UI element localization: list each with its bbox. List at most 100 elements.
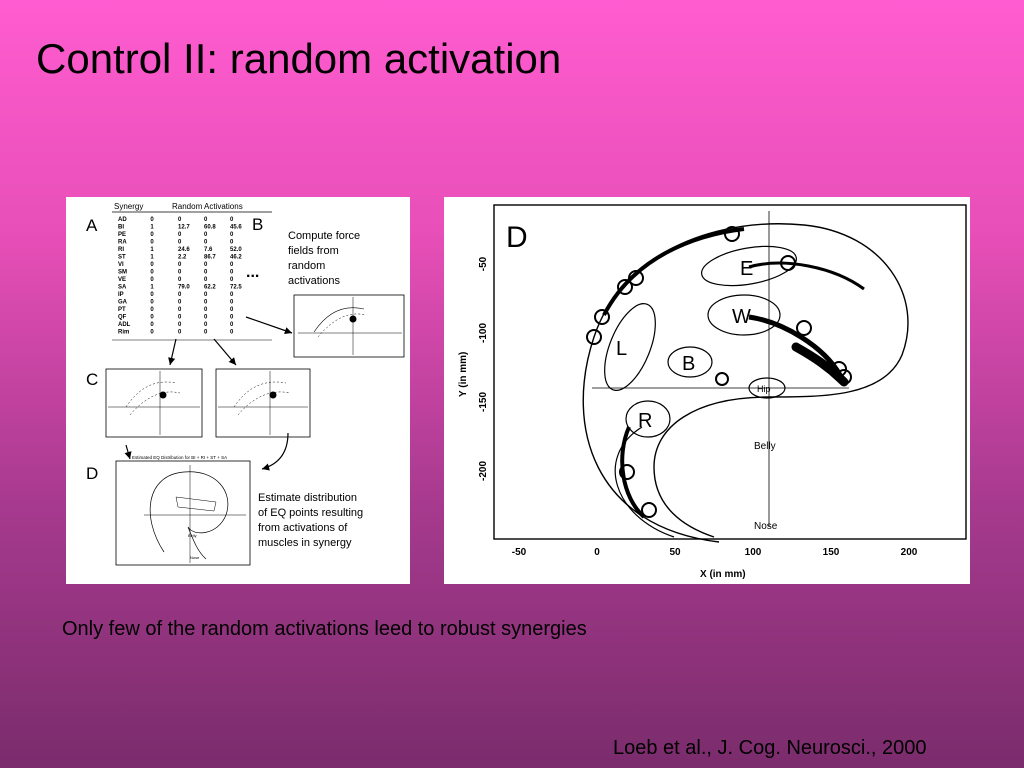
x-tick-label: 0 bbox=[594, 547, 600, 558]
activation-value: 0 bbox=[230, 217, 234, 223]
activation-value: 72.5 bbox=[230, 285, 242, 291]
activation-value: 45.6 bbox=[230, 225, 242, 231]
activation-value: 0 bbox=[178, 262, 182, 268]
activation-value: 12.7 bbox=[178, 225, 190, 231]
header-random: Random Activations bbox=[172, 202, 243, 211]
muscle-name: ST bbox=[118, 255, 126, 261]
eq-distribution-plot: Estimated EQ Distribution for BI + RI + … bbox=[115, 455, 251, 566]
force-field-plot-b bbox=[293, 294, 405, 358]
force-field-plot-c1 bbox=[105, 368, 203, 438]
ellipsis: ... bbox=[246, 264, 259, 281]
muscle-name: AD bbox=[118, 217, 127, 223]
activation-value: 0 bbox=[178, 217, 182, 223]
activation-value: 46.2 bbox=[230, 255, 242, 261]
activation-value: 0 bbox=[178, 240, 182, 246]
workspace-outline bbox=[582, 223, 909, 543]
hip-outline bbox=[748, 377, 786, 399]
region-label-r: R bbox=[638, 410, 652, 432]
activation-value: 0 bbox=[204, 262, 208, 268]
muscle-name: Rim bbox=[118, 330, 129, 336]
activation-value: 0 bbox=[230, 270, 234, 276]
synergy-flag: 0 bbox=[150, 307, 154, 313]
activation-value: 0 bbox=[178, 330, 182, 336]
activation-value: 0 bbox=[230, 300, 234, 306]
label-c: C bbox=[86, 370, 98, 389]
activation-value: 0 bbox=[204, 315, 208, 321]
slide-citation: Loeb et al., J. Cog. Neurosci., 2000 bbox=[613, 737, 927, 759]
region-w bbox=[707, 294, 781, 336]
activation-value: 0 bbox=[204, 232, 208, 238]
y-tick-label: -50 bbox=[478, 256, 489, 271]
muscle-name: ADL bbox=[118, 322, 131, 328]
muscle-name: SA bbox=[118, 285, 127, 291]
region-l bbox=[604, 303, 656, 391]
synergy-flag: 0 bbox=[150, 315, 154, 321]
muscle-name: GA bbox=[118, 300, 128, 306]
activation-value: 0 bbox=[230, 262, 234, 268]
eq-plot-nose: Nose bbox=[190, 555, 200, 560]
synergy-flag: 1 bbox=[150, 247, 154, 253]
eq-plot-belly: Belly bbox=[188, 533, 197, 538]
activation-value: 0 bbox=[204, 300, 208, 306]
y-tick-labels: -50-100-150-200 bbox=[478, 256, 489, 481]
eq-point-markers bbox=[586, 226, 852, 518]
activation-value: 0 bbox=[178, 292, 182, 298]
note-b: Compute force fields from random activat… bbox=[288, 230, 360, 287]
synergy-flag: 1 bbox=[150, 285, 154, 291]
synergy-flag: 1 bbox=[150, 225, 154, 231]
activation-value: 0 bbox=[230, 240, 234, 246]
activation-value: 0 bbox=[204, 322, 208, 328]
activation-value: 0 bbox=[204, 292, 208, 298]
slide-title: Control II: random activation bbox=[36, 35, 562, 82]
region-label-b: B bbox=[682, 353, 695, 375]
arrow-b-to-d bbox=[261, 432, 289, 471]
x-tick-label: 200 bbox=[901, 547, 918, 558]
activation-value: 0 bbox=[178, 232, 182, 238]
plot-frame bbox=[493, 204, 967, 540]
note-d-line: muscles in synergy bbox=[258, 537, 352, 549]
muscle-name: VE bbox=[118, 277, 126, 283]
synergy-flag: 0 bbox=[150, 292, 154, 298]
activation-value: 0 bbox=[204, 277, 208, 283]
x-axis-label: X (in mm) bbox=[700, 569, 746, 580]
region-r bbox=[625, 400, 671, 438]
activation-value: 86.7 bbox=[204, 255, 216, 261]
muscle-name: VI bbox=[118, 262, 124, 268]
activation-value: 0 bbox=[178, 300, 182, 306]
activation-value: 79.0 bbox=[178, 285, 190, 291]
activation-value: 60.8 bbox=[204, 225, 216, 231]
muscle-name: RA bbox=[118, 240, 127, 246]
note-b-line: fields from bbox=[288, 245, 339, 257]
muscle-name: PE bbox=[118, 232, 126, 238]
region-label-e: E bbox=[740, 258, 753, 280]
note-b-line: activations bbox=[288, 275, 340, 287]
landmark-nose: Nose bbox=[754, 521, 778, 532]
activation-value: 0 bbox=[178, 315, 182, 321]
activation-value: 0 bbox=[230, 330, 234, 336]
activation-value: 52.0 bbox=[230, 247, 242, 253]
activation-value: 2.2 bbox=[178, 255, 187, 261]
arrow-to-b bbox=[245, 316, 293, 335]
synergy-flag: 0 bbox=[150, 232, 154, 238]
region-label-w: W bbox=[732, 306, 751, 328]
equilibrium-arc bbox=[602, 227, 745, 316]
arrow-to-d bbox=[124, 444, 132, 460]
activation-value: 0 bbox=[230, 232, 234, 238]
label-b: B bbox=[252, 215, 263, 234]
synergy-flag: 1 bbox=[150, 255, 154, 261]
activation-value: 0 bbox=[204, 307, 208, 313]
note-d-line: of EQ points resulting bbox=[258, 507, 363, 519]
note-d: Estimate distribution of EQ points resul… bbox=[258, 492, 363, 549]
x-tick-label: 50 bbox=[669, 547, 681, 558]
activation-value: 0 bbox=[204, 240, 208, 246]
activation-value: 0 bbox=[230, 307, 234, 313]
activation-value: 24.6 bbox=[178, 247, 190, 253]
muscle-name: IP bbox=[118, 292, 124, 298]
activation-value: 0 bbox=[230, 277, 234, 283]
x-tick-label: 150 bbox=[823, 547, 840, 558]
label-d: D bbox=[86, 464, 98, 483]
slide-caption: Only few of the random activations leed … bbox=[62, 618, 587, 640]
